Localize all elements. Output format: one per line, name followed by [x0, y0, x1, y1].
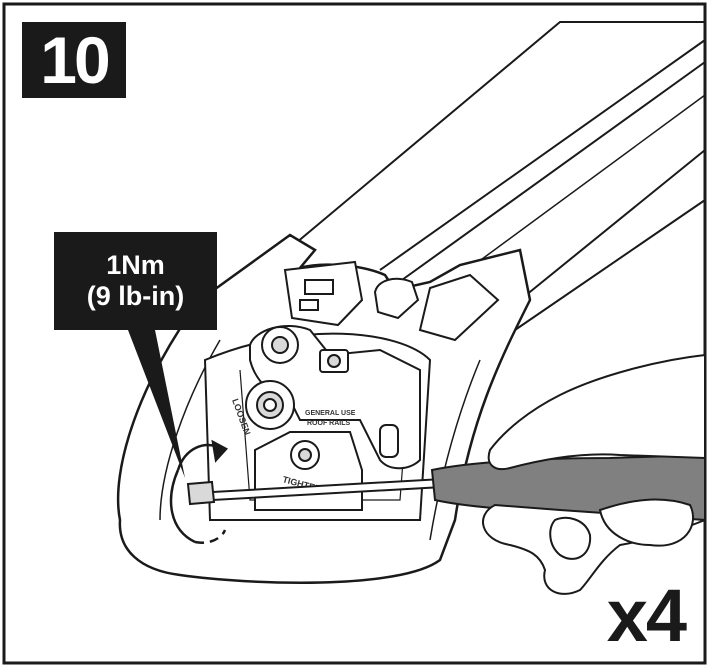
hand — [482, 353, 706, 595]
torque-value-imperial: (9 lb-in) — [86, 281, 185, 311]
bar-mount — [283, 260, 500, 342]
roof-bar — [289, 21, 706, 331]
callout-pointer — [128, 330, 185, 478]
torque-value: 1Nm — [106, 250, 165, 280]
foot-cavity — [203, 325, 432, 521]
general-use-marking: GENERAL USE — [305, 410, 356, 417]
quantity-label: x4 — [606, 574, 687, 657]
rotation-arrow-icon — [211, 439, 229, 463]
step-number-badge: 10 — [22, 22, 126, 98]
screw-head — [186, 480, 216, 506]
roof-rails-marking: ROOF RAILS — [307, 420, 350, 427]
torque-callout: 1Nm (9 lb-in) — [54, 232, 217, 330]
